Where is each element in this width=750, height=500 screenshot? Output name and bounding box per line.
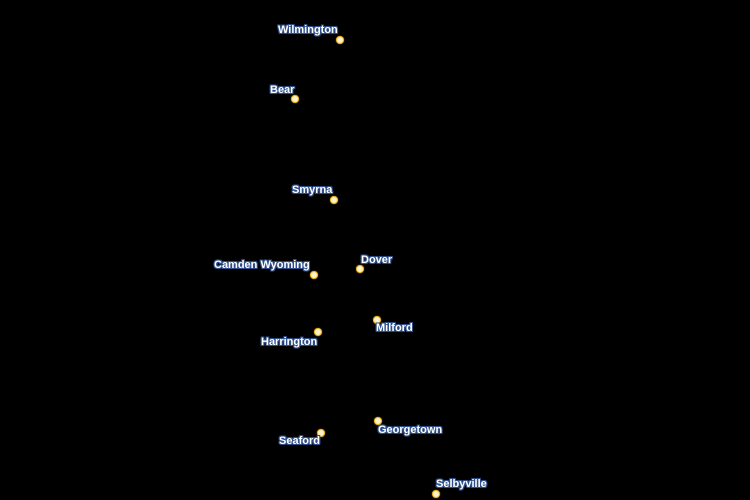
place-label: Wilmington xyxy=(278,24,338,36)
place-marker-icon[interactable] xyxy=(317,429,325,437)
place-marker-icon[interactable] xyxy=(336,36,344,44)
place-label: Harrington xyxy=(261,336,318,348)
place-marker-icon[interactable] xyxy=(373,316,381,324)
place-label: Milford xyxy=(376,322,413,334)
place-label: Georgetown xyxy=(378,424,443,436)
place-label: Smyrna xyxy=(292,184,333,196)
place-marker-icon[interactable] xyxy=(374,417,382,425)
place-label: Bear xyxy=(270,84,295,96)
place-marker-icon[interactable] xyxy=(291,95,299,103)
place-label: Camden Wyoming xyxy=(214,259,310,271)
place-label: Seaford xyxy=(279,435,320,447)
place-marker-icon[interactable] xyxy=(356,265,364,273)
place-marker-icon[interactable] xyxy=(310,271,318,279)
place-marker-icon[interactable] xyxy=(314,328,322,336)
place-label: Selbyville xyxy=(436,478,487,490)
place-marker-icon[interactable] xyxy=(330,196,338,204)
place-marker-icon[interactable] xyxy=(432,490,440,498)
place-label: Dover xyxy=(361,254,393,266)
